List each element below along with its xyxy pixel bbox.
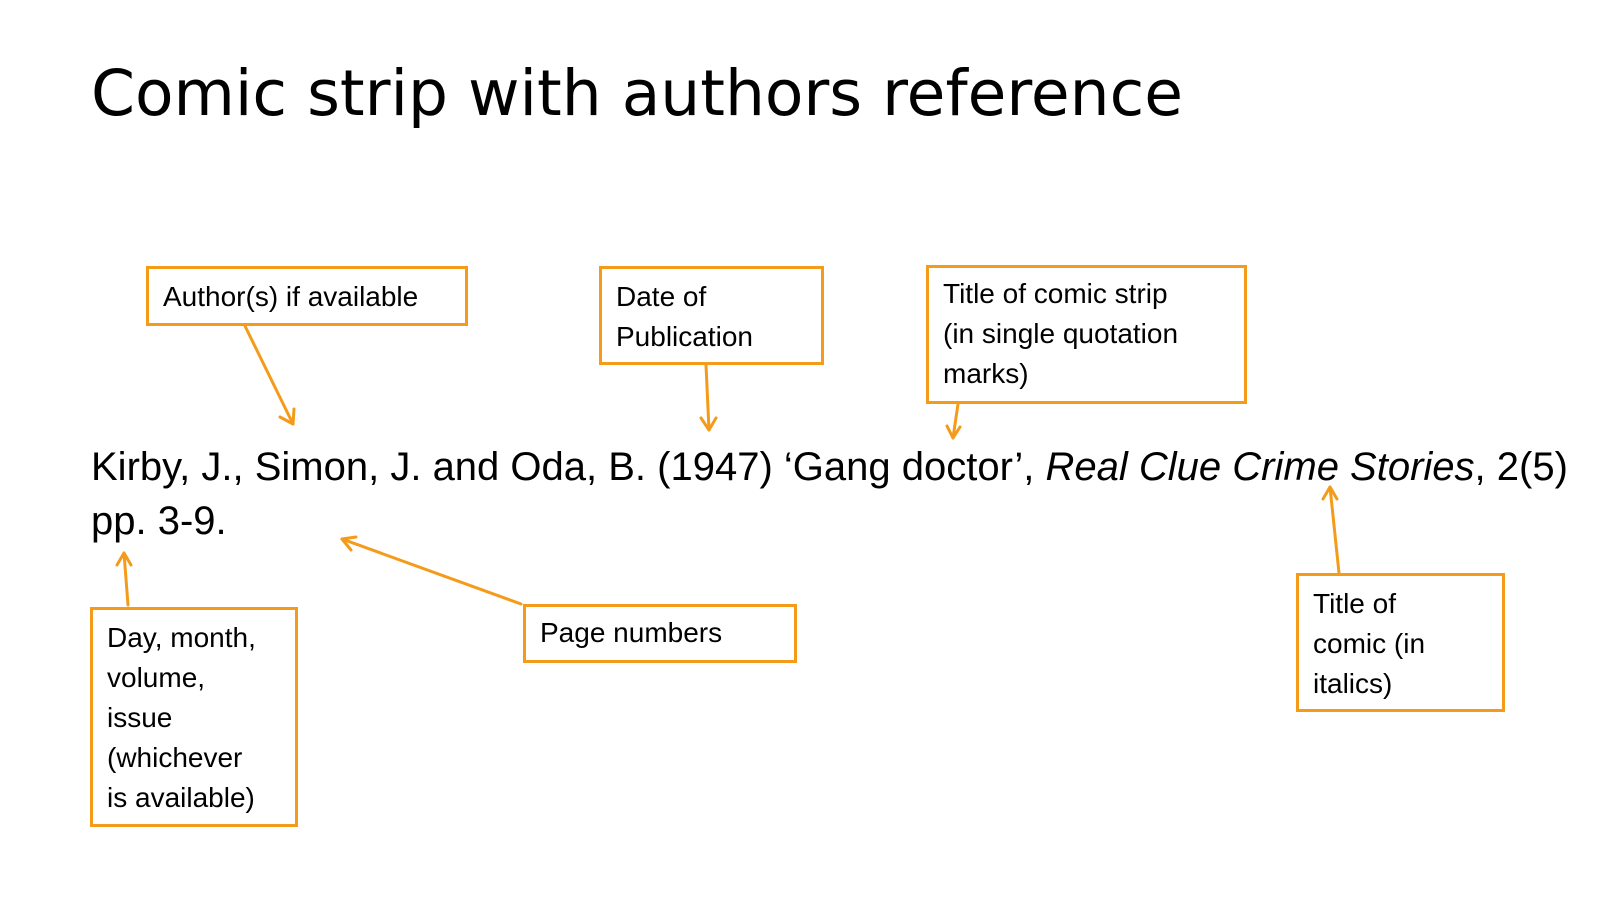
callout-authors: Author(s) if available [146, 266, 468, 326]
arrow-day-month [115, 551, 133, 607]
slide-title: Comic strip with authors reference [91, 57, 1183, 130]
callout-date-of-publication: Date of Publication [599, 266, 824, 365]
citation-comic-title: Real Clue Crime Stories [1045, 445, 1475, 489]
callout-comic-title: Title of comic (in italics) [1296, 573, 1505, 712]
citation-main: Kirby, J., Simon, J. and Oda, B. (1947) … [91, 445, 1046, 489]
arrow-comic-strip-title [945, 402, 962, 440]
arrow-date [699, 363, 718, 432]
arrow-page-numbers [340, 535, 523, 606]
citation-text: Kirby, J., Simon, J. and Oda, B. (1947) … [91, 440, 1591, 548]
citation-volume-pages: , 2(5) pp. 3-9. [91, 445, 1568, 543]
arrow-authors [243, 324, 296, 426]
callout-page-numbers: Page numbers [523, 604, 797, 663]
arrow-comic-title [1321, 485, 1341, 575]
callout-comic-strip-title: Title of comic strip (in single quotatio… [926, 265, 1247, 404]
callout-day-month-volume-issue: Day, month, volume, issue (whichever is … [90, 607, 298, 827]
